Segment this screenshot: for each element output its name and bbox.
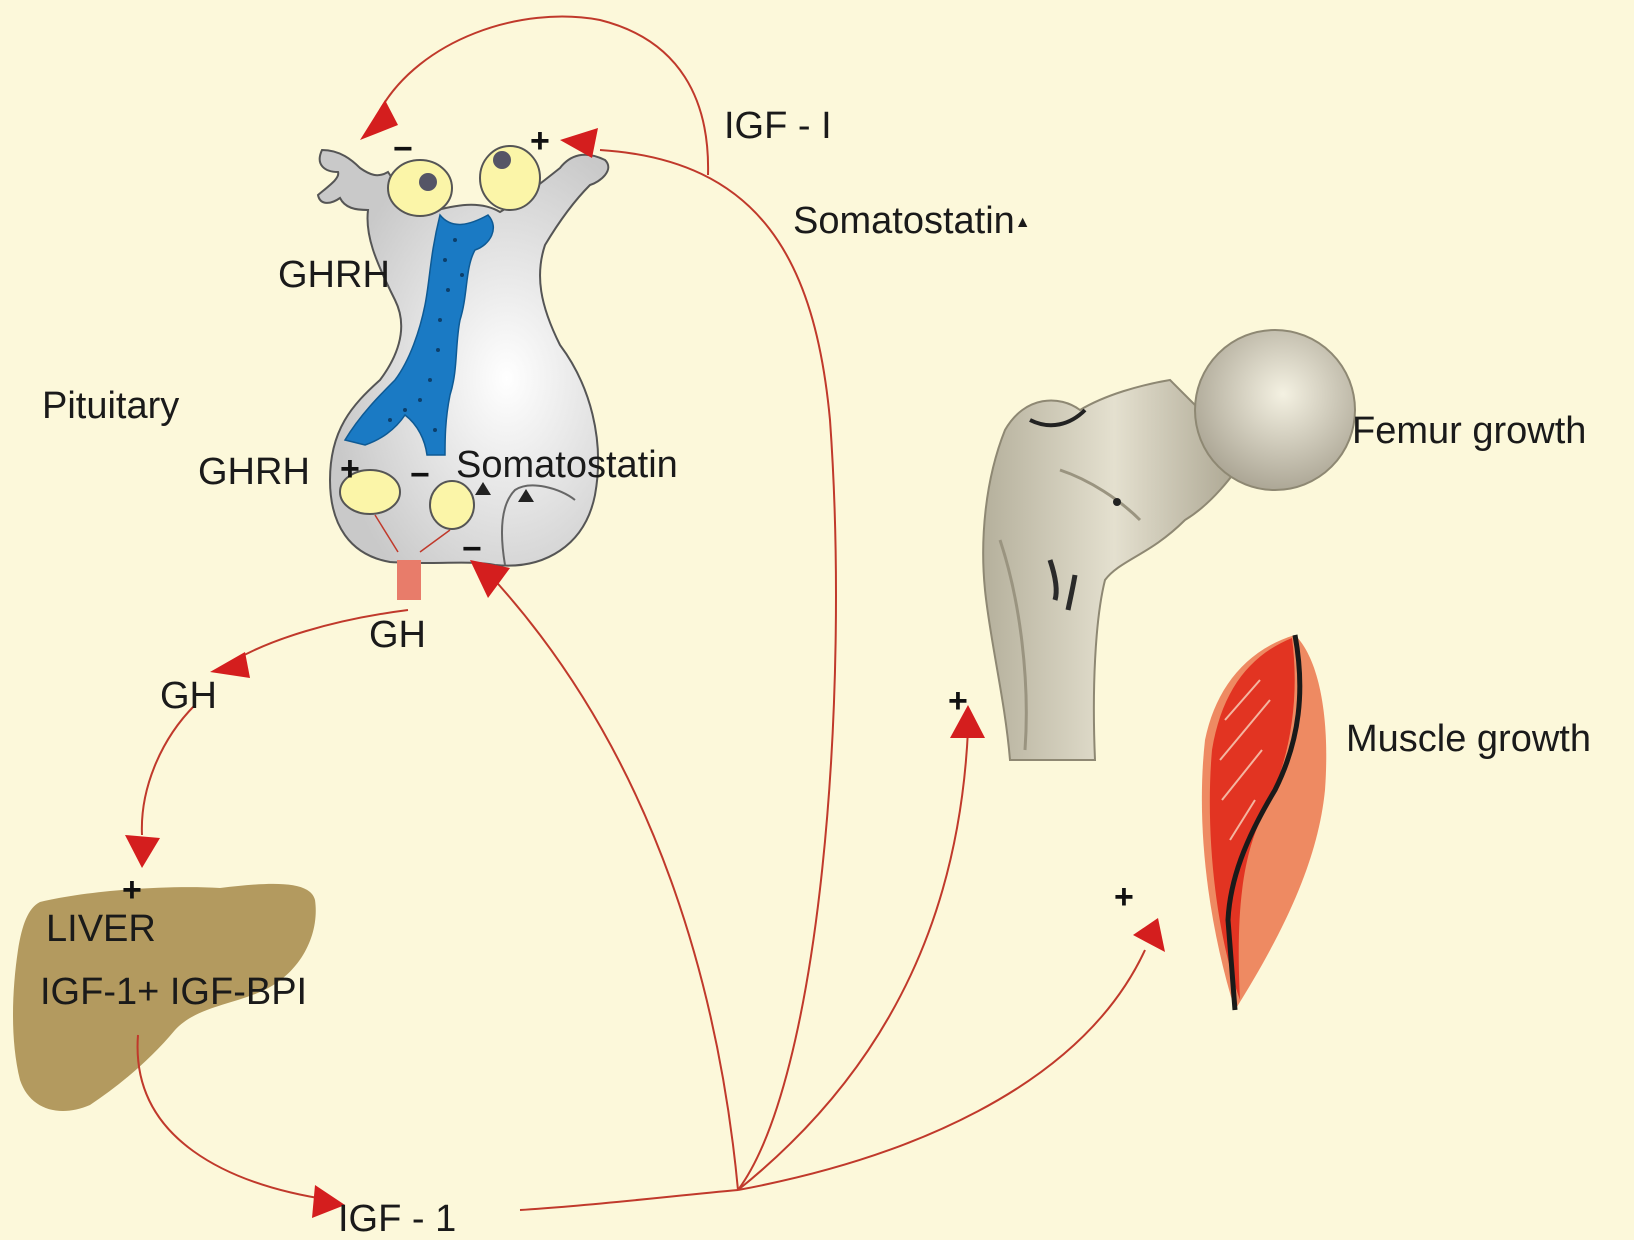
sign-plus-top: + — [530, 124, 550, 158]
arrow-igf-to-pituitary — [490, 575, 738, 1190]
muscle — [1202, 635, 1326, 1010]
label-femur-growth: Femur growth — [1352, 412, 1586, 450]
femur-head — [1195, 330, 1355, 490]
sign-plus-muscle: + — [1114, 880, 1134, 914]
label-igf-i: IGF - I — [724, 107, 832, 145]
label-liver-product: IGF-1+ IGF-BPI — [40, 973, 307, 1011]
sign-minus-somatostatin: − — [410, 458, 430, 492]
label-somatostatin-mid: Somatostatin — [456, 446, 678, 484]
triangle-marker-icon: ▲ — [1015, 214, 1031, 231]
label-somatostatin-top-text: Somatostatin — [793, 200, 1015, 242]
ghrh-neuron-top — [388, 160, 452, 216]
sign-plus-ghrh: + — [340, 452, 360, 486]
sign-minus-pituitary: − — [462, 532, 482, 566]
label-liver: LIVER — [46, 910, 156, 948]
label-igf-1: IGF - 1 — [338, 1200, 456, 1238]
label-gh-stalk: GH — [369, 616, 426, 654]
label-ghrh-top: GHRH — [278, 256, 390, 294]
arrow-liver-to-igf — [138, 1035, 330, 1200]
arrow-gh-to-liver — [142, 705, 195, 835]
label-muscle-growth: Muscle growth — [1346, 720, 1591, 758]
sign-minus-top: − — [393, 132, 413, 166]
arrow-igf-to-ghrh-neuron — [600, 150, 836, 1190]
gh-release-stalk — [397, 560, 421, 600]
sign-plus-femur: + — [948, 684, 968, 718]
igf-1-trunk — [520, 1190, 738, 1210]
label-gh-left: GH — [160, 677, 217, 715]
label-somatostatin-top: Somatostatin▲ — [793, 202, 1031, 240]
arrow-igf-to-muscle — [738, 950, 1145, 1190]
label-pituitary: Pituitary — [42, 387, 179, 425]
sign-plus-liver: + — [122, 873, 142, 907]
label-ghrh-left: GHRH — [198, 453, 310, 491]
somatostatin-neuron-lower — [430, 481, 474, 529]
